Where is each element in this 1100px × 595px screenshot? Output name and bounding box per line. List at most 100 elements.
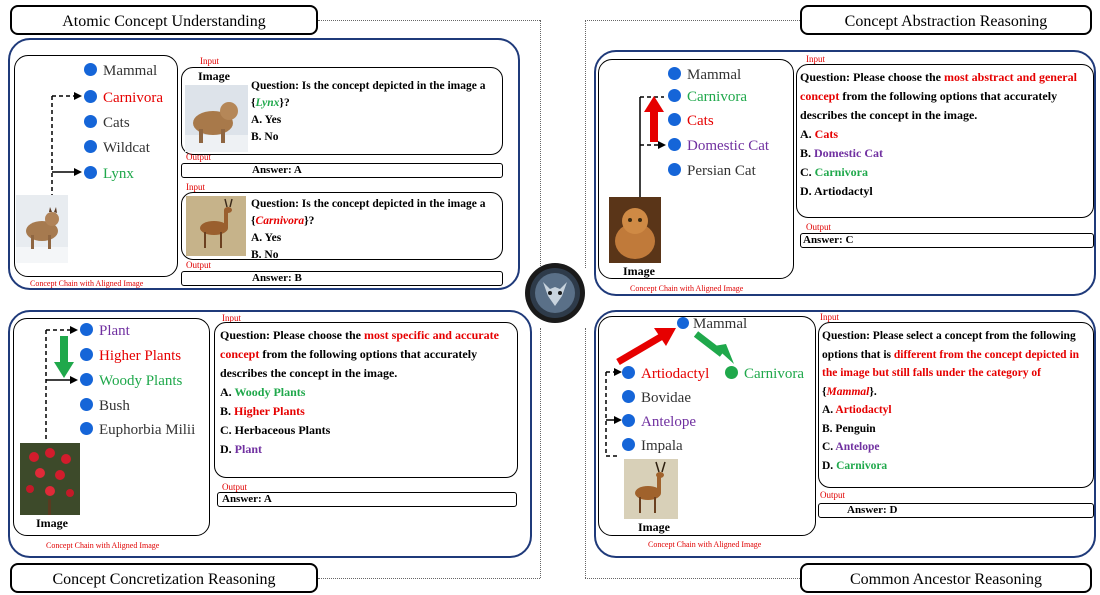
question-text-br: Question: Please select a concept from t… bbox=[822, 330, 1080, 472]
panel-common-ancestor bbox=[594, 310, 1096, 558]
chain-node-woody-plants: Woody Plants bbox=[80, 372, 182, 390]
divider-bottom-right bbox=[585, 578, 800, 579]
chain-node-impala: Impala bbox=[622, 437, 683, 455]
title-atomic-concept: Atomic Concept Understanding bbox=[10, 5, 318, 35]
node-dot bbox=[677, 317, 689, 329]
chain-node-wildcat: Wildcat bbox=[84, 139, 150, 157]
input-label-br: Input bbox=[820, 312, 839, 322]
node-dot bbox=[668, 89, 681, 102]
divider-left-vertical bbox=[540, 20, 541, 268]
node-dot bbox=[84, 90, 97, 103]
node-dot bbox=[668, 67, 681, 80]
node-dot bbox=[668, 163, 681, 176]
lynx-photo bbox=[16, 195, 68, 263]
node-dot bbox=[84, 140, 97, 153]
question-text-tr: Question: Please choose the most abstrac… bbox=[800, 70, 1077, 198]
chain-node-artiodactyl: Artiodactyl bbox=[622, 365, 709, 383]
question-box-bl bbox=[214, 322, 518, 478]
chain-node-carnivora: Carnivora bbox=[84, 89, 163, 107]
image-label-tl: Image bbox=[198, 69, 230, 83]
divider-right-vertical bbox=[585, 20, 586, 268]
output-label-tr: Output bbox=[806, 222, 832, 232]
output-label-tl2: Output bbox=[186, 260, 212, 270]
node-dot bbox=[80, 323, 93, 336]
caption-tl: Concept Chain with Aligned Image bbox=[30, 279, 144, 288]
node-dot bbox=[84, 115, 97, 128]
divider-top-left bbox=[318, 20, 540, 21]
question-text-bl: Question: Please choose the most specifi… bbox=[220, 328, 499, 456]
chain-box-br bbox=[598, 316, 816, 536]
question-text-tl1: Question: Is the concept depicted in the… bbox=[251, 80, 486, 143]
question-box-br bbox=[818, 322, 1094, 488]
chain-node-domestic-cat: Domestic Cat bbox=[668, 137, 769, 155]
answer-box-tl2: Answer: B bbox=[181, 271, 503, 286]
answer-box-br: Answer: D bbox=[818, 503, 1094, 518]
title-concept-abstraction: Concept Abstraction Reasoning bbox=[800, 5, 1092, 35]
chain-node-bush: Bush bbox=[80, 397, 130, 415]
output-label-br: Output bbox=[820, 490, 846, 500]
answer-box-tl1: Answer: A bbox=[181, 163, 503, 178]
node-dot bbox=[622, 366, 635, 379]
chain-box-tr bbox=[598, 59, 794, 279]
persian-cat-photo bbox=[609, 197, 661, 263]
antelope-photo bbox=[186, 196, 246, 256]
node-dot bbox=[80, 373, 93, 386]
answer-box-bl: Answer: A bbox=[217, 492, 517, 507]
panel-atomic-concept bbox=[8, 38, 520, 290]
chain-node-carnivora: Carnivora bbox=[725, 365, 804, 383]
node-dot bbox=[668, 113, 681, 126]
euphorbia-photo bbox=[20, 443, 80, 515]
chain-node-higher-plants: Higher Plants bbox=[80, 347, 181, 365]
node-dot bbox=[668, 138, 681, 151]
node-dot bbox=[622, 438, 635, 451]
image-label-br: Image bbox=[638, 520, 670, 534]
title-common-ancestor: Common Ancestor Reasoning bbox=[800, 563, 1092, 593]
node-dot bbox=[84, 63, 97, 76]
input-label-tr: Input bbox=[806, 54, 825, 64]
node-dot bbox=[80, 398, 93, 411]
question-text-tl2: Question: Is the concept depicted in the… bbox=[251, 198, 486, 261]
chain-node-cats: Cats bbox=[668, 112, 714, 130]
output-label-bl: Output bbox=[222, 482, 248, 492]
divider-left-vertical-bottom bbox=[540, 328, 541, 578]
chain-node-mammal: Mammal bbox=[84, 62, 157, 80]
caption-tr: Concept Chain with Aligned Image bbox=[630, 284, 744, 293]
wolf-logo-icon bbox=[524, 262, 586, 324]
chain-node-lynx: Lynx bbox=[84, 165, 134, 183]
impala-photo bbox=[624, 459, 678, 519]
input-label-tl1: Input bbox=[200, 56, 219, 66]
title-concept-concretization: Concept Concretization Reasoning bbox=[10, 563, 318, 593]
chain-node-euphorbia-milii: Euphorbia Milii bbox=[80, 421, 195, 439]
chain-node-carnivora: Carnivora bbox=[668, 88, 747, 106]
lynx-question-photo bbox=[185, 85, 248, 152]
node-dot bbox=[80, 348, 93, 361]
chain-box-tl bbox=[14, 55, 178, 277]
caption-bl: Concept Chain with Aligned Image bbox=[46, 541, 160, 550]
answer-box-tr: Answer: C bbox=[800, 233, 1094, 248]
chain-node-cats: Cats bbox=[84, 114, 130, 132]
input-label-bl: Input bbox=[222, 313, 241, 323]
divider-right-vertical-bottom bbox=[585, 328, 586, 578]
chain-node-antelope: Antelope bbox=[622, 413, 696, 431]
divider-top-right bbox=[585, 20, 800, 21]
image-label-tr: Image bbox=[623, 264, 655, 278]
chain-box-bl bbox=[13, 318, 210, 536]
divider-bottom-left bbox=[318, 578, 540, 579]
node-dot bbox=[80, 422, 93, 435]
node-dot bbox=[622, 390, 635, 403]
output-label-tl1: Output bbox=[186, 152, 212, 162]
chain-node-mammal: Mammal bbox=[677, 315, 747, 333]
chain-node-plant: Plant bbox=[80, 322, 130, 340]
node-dot bbox=[84, 166, 97, 179]
panel-concept-concretization bbox=[8, 310, 532, 558]
chain-node-persian-cat: Persian Cat bbox=[668, 162, 756, 180]
question-box-tr bbox=[796, 64, 1094, 218]
node-dot bbox=[622, 414, 635, 427]
input-label-tl2: Input bbox=[186, 182, 205, 192]
node-dot bbox=[725, 366, 738, 379]
panel-concept-abstraction bbox=[594, 50, 1096, 296]
caption-br: Concept Chain with Aligned Image bbox=[648, 540, 762, 549]
image-label-bl: Image bbox=[36, 516, 68, 530]
chain-node-bovidae: Bovidae bbox=[622, 389, 691, 407]
